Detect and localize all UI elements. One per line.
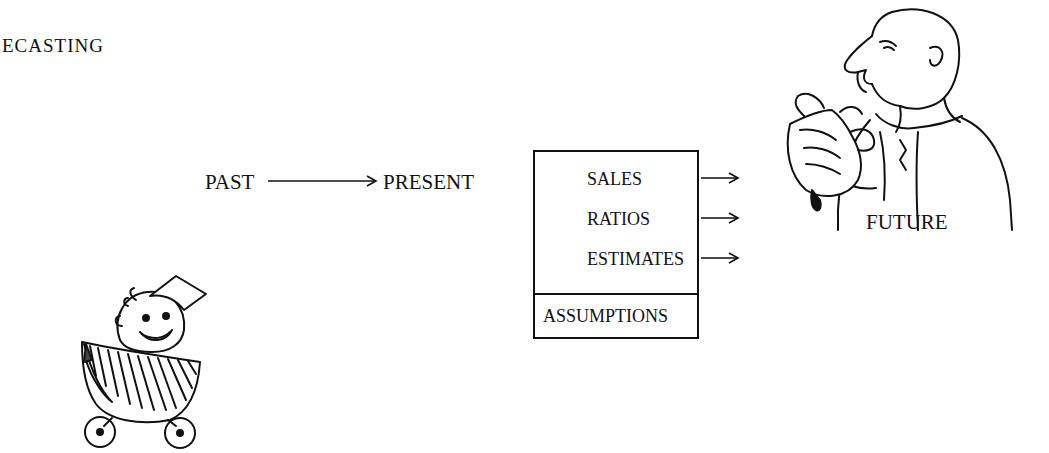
timeline-label: FUTURE bbox=[866, 212, 948, 233]
heading-text: ECASTING bbox=[2, 36, 104, 55]
baby-pram-sketch bbox=[82, 276, 206, 448]
output-box: SALES RATIOS ESTIMATES bbox=[533, 150, 699, 295]
box-text: SALES bbox=[587, 170, 642, 188]
output-arrow bbox=[701, 177, 738, 179]
box-text: ASSUMPTIONS bbox=[543, 307, 668, 325]
box-text: ESTIMATES bbox=[587, 250, 684, 268]
time-arrow bbox=[268, 180, 376, 182]
timeline-label: PRESENT bbox=[383, 172, 474, 193]
assumptions-box: ASSUMPTIONS bbox=[533, 293, 699, 339]
output-arrow bbox=[701, 217, 738, 219]
box-text: RATIOS bbox=[587, 210, 650, 228]
old-man-sketch bbox=[788, 9, 1012, 230]
timeline-label: PAST bbox=[205, 172, 254, 193]
output-arrow bbox=[701, 257, 738, 259]
